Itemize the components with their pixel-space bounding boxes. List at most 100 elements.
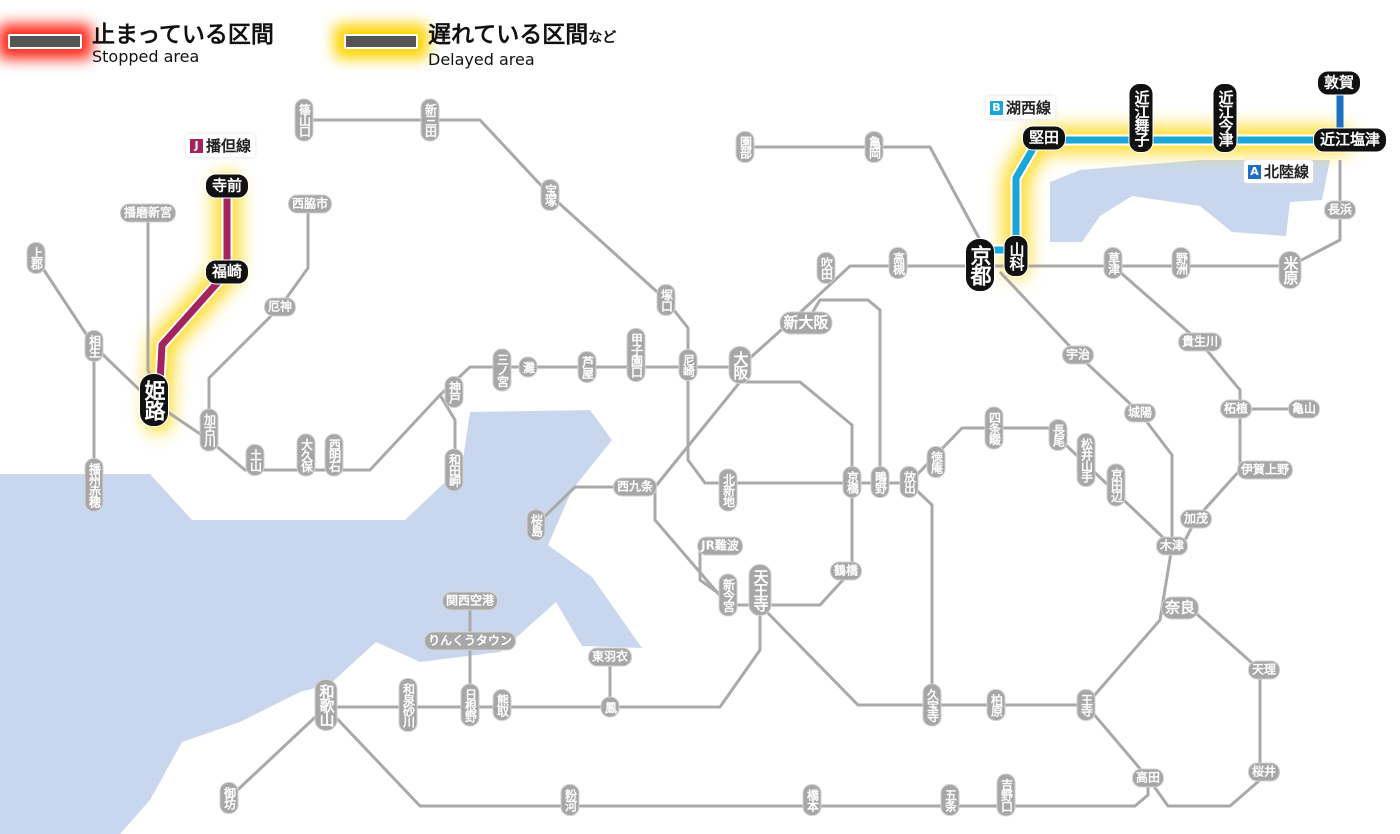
station-label[interactable]: 宝塚 bbox=[540, 179, 560, 211]
station-label[interactable]: 西脇市 bbox=[287, 194, 333, 214]
affected-station-label[interactable]: 堅田 bbox=[1021, 125, 1067, 151]
station-label[interactable]: 御坊 bbox=[219, 782, 239, 814]
station-label[interactable]: 神戸 bbox=[444, 376, 464, 408]
station-label[interactable]: 新今宮 bbox=[718, 573, 738, 617]
station-label[interactable]: 長尾 bbox=[1048, 419, 1068, 451]
station-label[interactable]: 宇治 bbox=[1061, 345, 1095, 365]
station-label[interactable]: 新大阪 bbox=[779, 311, 833, 335]
line-badge-kosei[interactable]: B 湖西線 bbox=[986, 96, 1056, 119]
station-label[interactable]: 西明石 bbox=[324, 433, 344, 477]
station-label[interactable]: 和歌山 bbox=[314, 679, 338, 731]
osaka-bay bbox=[0, 410, 642, 834]
station-label[interactable]: 城陽 bbox=[1123, 403, 1157, 423]
station-label[interactable]: 桜井 bbox=[1247, 762, 1281, 782]
station-label[interactable]: 木津 bbox=[1155, 536, 1189, 556]
line-badge-bantan[interactable]: J 播但線 bbox=[186, 134, 256, 157]
station-label[interactable]: 橋本 bbox=[802, 784, 822, 816]
affected-station-label[interactable]: 山科 bbox=[1003, 235, 1029, 277]
station-label[interactable]: 播州赤穂 bbox=[84, 458, 104, 512]
station-label[interactable]: 鶴橋 bbox=[829, 561, 863, 581]
station-label[interactable]: 甲子園口 bbox=[626, 328, 646, 382]
station-label[interactable]: 灘 bbox=[518, 356, 538, 378]
track-tozai bbox=[686, 367, 909, 485]
track-main bbox=[34, 160, 1342, 472]
station-label[interactable]: 和泉砂川 bbox=[398, 678, 418, 732]
line-code-bantan: J bbox=[190, 138, 203, 153]
track-fukuchiyama bbox=[304, 118, 690, 367]
affected-station-label[interactable]: 近江今津 bbox=[1212, 83, 1238, 153]
station-label[interactable]: 土山 bbox=[245, 444, 265, 476]
line-badge-hokuriku[interactable]: A 北陸線 bbox=[1244, 160, 1314, 183]
affected-station-label[interactable]: 福崎 bbox=[204, 259, 250, 285]
station-label[interactable]: 伊賀上野 bbox=[1236, 460, 1294, 480]
station-label[interactable]: 新三田 bbox=[420, 98, 440, 142]
station-label[interactable]: 高槻 bbox=[888, 247, 908, 279]
station-label[interactable]: 鴫野 bbox=[870, 466, 890, 498]
station-label[interactable]: 西九条 bbox=[612, 477, 658, 497]
station-label[interactable]: 吉野口 bbox=[996, 773, 1016, 817]
station-label[interactable]: 大久保 bbox=[296, 433, 316, 477]
station-label[interactable]: 吹田 bbox=[816, 252, 836, 284]
station-label[interactable]: 米原 bbox=[1278, 251, 1302, 289]
track-shigino bbox=[804, 298, 882, 483]
station-label[interactable]: 高田 bbox=[1131, 768, 1165, 788]
station-label[interactable]: 亀岡 bbox=[864, 131, 884, 163]
station-label[interactable]: 天理 bbox=[1247, 660, 1281, 680]
affected-station-label[interactable]: 近江塩津 bbox=[1312, 127, 1388, 153]
station-label[interactable]: 和田岬 bbox=[444, 448, 464, 492]
station-label[interactable]: 熊取 bbox=[492, 689, 512, 721]
station-label[interactable]: 尼崎 bbox=[678, 349, 698, 381]
station-label[interactable]: 京橋 bbox=[842, 466, 862, 498]
station-label[interactable]: 草津 bbox=[1103, 247, 1123, 279]
station-label[interactable]: 京田辺 bbox=[1106, 463, 1126, 507]
station-label[interactable]: 久宝寺 bbox=[922, 683, 942, 727]
station-label[interactable]: 粉河 bbox=[560, 784, 580, 816]
station-label[interactable]: 柏原 bbox=[986, 689, 1006, 721]
station-label[interactable]: 園部 bbox=[735, 131, 755, 163]
line-name-hokuriku: 北陸線 bbox=[1264, 163, 1310, 181]
station-label[interactable]: 北新地 bbox=[718, 468, 738, 512]
station-label[interactable]: 四条畷 bbox=[984, 406, 1004, 450]
station-label[interactable]: 芦屋 bbox=[577, 351, 597, 383]
station-label[interactable]: 相生 bbox=[84, 330, 104, 362]
station-label[interactable]: 奈良 bbox=[1160, 596, 1200, 620]
station-label[interactable]: 大阪 bbox=[728, 346, 752, 384]
station-label[interactable]: 王寺 bbox=[1076, 689, 1096, 721]
station-label[interactable]: 関西空港 bbox=[441, 591, 499, 611]
station-label[interactable]: 東羽衣 bbox=[587, 647, 633, 667]
station-label[interactable]: 長浜 bbox=[1323, 200, 1357, 220]
track-kisei bbox=[227, 705, 328, 800]
affected-station-label[interactable]: 近江舞子 bbox=[1128, 83, 1154, 153]
station-label[interactable]: 貴生川 bbox=[1177, 332, 1223, 352]
station-label[interactable]: 厄神 bbox=[263, 297, 297, 317]
station-label[interactable]: 天王寺 bbox=[748, 564, 772, 616]
station-label[interactable]: 上郡 bbox=[26, 242, 46, 274]
station-label[interactable]: りんくうタウン bbox=[424, 631, 516, 651]
station-label[interactable]: 桜島 bbox=[526, 509, 546, 541]
affected-station-label[interactable]: 姫路 bbox=[139, 373, 169, 427]
legend-stopped: 止まっている区間 Stopped area bbox=[8, 22, 274, 66]
station-label[interactable]: 播磨新宮 bbox=[119, 203, 177, 223]
station-label[interactable]: 柘植 bbox=[1219, 399, 1253, 419]
station-label[interactable]: 日根野 bbox=[460, 683, 480, 727]
station-label[interactable]: 三ノ宮 bbox=[492, 348, 512, 392]
legend-delayed-suffix: など bbox=[588, 30, 617, 46]
station-label[interactable]: 五条 bbox=[940, 784, 960, 816]
station-label[interactable]: 野洲 bbox=[1171, 247, 1191, 279]
station-label[interactable]: 亀山 bbox=[1287, 399, 1321, 419]
track-loop bbox=[653, 380, 854, 607]
station-label[interactable]: 放出 bbox=[899, 466, 919, 498]
station-label[interactable]: 塚口 bbox=[656, 284, 676, 316]
station-label[interactable]: 篠山口 bbox=[294, 98, 314, 142]
station-label[interactable]: 加古川 bbox=[199, 408, 219, 452]
station-label[interactable]: 鳳 bbox=[600, 696, 620, 718]
station-label[interactable]: JR難波 bbox=[697, 536, 743, 556]
affected-station-label[interactable]: 寺前 bbox=[204, 173, 250, 199]
affected-station-label[interactable]: 京都 bbox=[965, 238, 995, 292]
legend-delayed-en: Delayed area bbox=[428, 50, 535, 69]
station-label[interactable]: 加茂 bbox=[1179, 509, 1213, 529]
affected-station-label[interactable]: 敦賀 bbox=[1316, 70, 1362, 96]
track-sakurai bbox=[1084, 606, 1262, 808]
station-label[interactable]: 徳庵 bbox=[926, 446, 946, 478]
station-label[interactable]: 松井山手 bbox=[1076, 433, 1096, 487]
